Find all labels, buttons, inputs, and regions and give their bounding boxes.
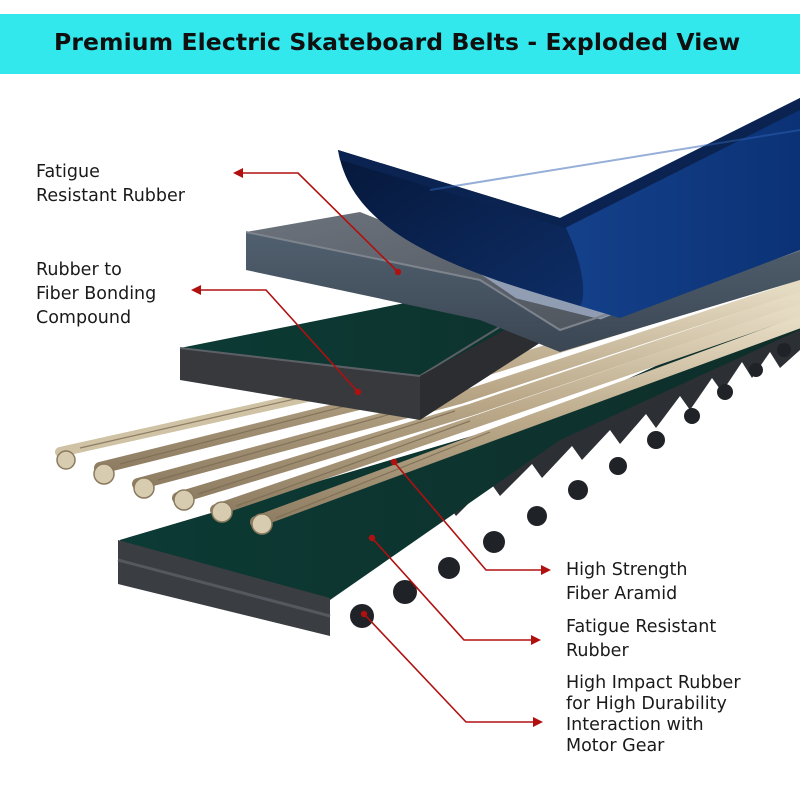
label-line: for High Durability [566,694,727,714]
callout-markers [191,168,551,727]
label-bonding-compound: Rubber to Fiber Bonding Compound [36,258,156,330]
title-banner [0,14,800,74]
label-line: High Strength [566,560,688,580]
label-line: Fiber Aramid [566,584,678,604]
label-line: Fiber Bonding [36,284,157,304]
callout-line-aramid [393,461,544,571]
callout-lines [198,172,544,723]
callout-line-bottom-rubber [371,537,534,641]
callout-line-top-rubber [240,172,399,273]
label-line: Fatigue [36,162,100,182]
label-line: Interaction with [566,715,704,735]
label-high-strength-aramid: High Strength Fiber Aramid [566,558,687,606]
callout-line-teeth [363,613,536,723]
label-high-impact-rubber: High Impact Rubber for High Durability I… [566,673,741,757]
label-line: Rubber [566,641,629,661]
label-line: Motor Gear [566,736,665,756]
label-line: High Impact Rubber [566,673,741,693]
label-line: Resistant Rubber [36,186,185,206]
label-line: Compound [36,308,132,328]
label-fatigue-resistant-rubber-top: Fatigue Resistant Rubber [36,160,185,208]
label-line: Fatigue Resistant [566,617,717,637]
callout-line-bonding [198,289,359,393]
outer-cover-layer [338,98,800,318]
label-fatigue-resistant-rubber-bottom: Fatigue Resistant Rubber [566,615,716,663]
label-line: Rubber to [36,260,122,280]
page-title: Premium Electric Skateboard Belts - Expl… [54,28,741,56]
